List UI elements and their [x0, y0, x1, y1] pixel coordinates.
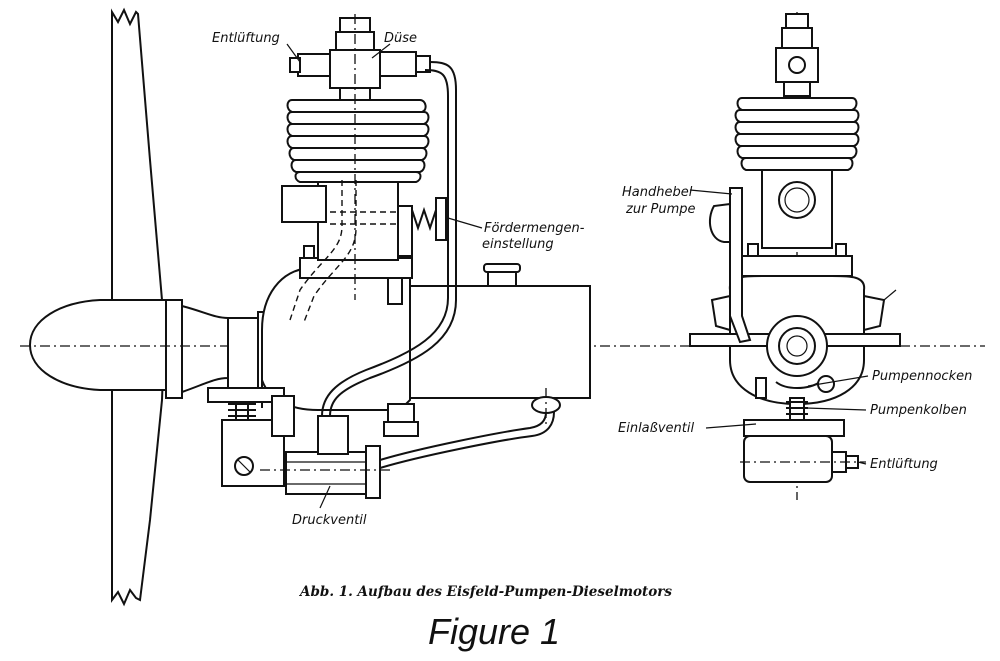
cooling-fins	[286, 99, 430, 183]
label-entlueftung-right: Entlüftung	[870, 457, 938, 472]
label-pumpennocken: Pumpennocken	[872, 369, 972, 384]
label-druckventil: Druckventil	[292, 513, 367, 528]
label-handhebel-1: Handhebel	[622, 185, 693, 200]
label-handhebel-2: zur Pumpe	[625, 202, 696, 217]
front-pump-cap	[743, 419, 845, 437]
crankcase	[261, 267, 411, 411]
front-cooling-fins	[734, 97, 860, 171]
side-view-engine	[207, 14, 591, 499]
spinner-hub	[28, 299, 229, 399]
label-foerdermengen-2: einstellung	[482, 237, 554, 252]
caption: Abb. 1. Aufbau des Eisfeld-Pumpen-Diesel…	[298, 584, 672, 600]
label-duese: Düse	[384, 31, 417, 46]
cylinder	[317, 179, 399, 261]
exhaust-port-front	[778, 181, 816, 219]
druckventil-body	[285, 451, 367, 495]
fuel-tank	[409, 285, 591, 399]
figure-label: Figure 1	[428, 611, 560, 652]
leader-lines	[286, 43, 869, 509]
front-view-engine	[689, 12, 901, 500]
label-entlueftung-top: Entlüftung	[212, 31, 280, 46]
label-pumpenkolben: Pumpenkolben	[870, 403, 967, 418]
label-einlassventil: Einlaßventil	[618, 421, 694, 436]
fuel-line	[329, 61, 457, 417]
front-pump-body	[743, 435, 833, 483]
bleed-screw-top	[297, 53, 331, 77]
exhaust-port	[281, 185, 327, 223]
label-foerdermengen-1: Fördermengen-	[484, 221, 585, 236]
hand-lever	[729, 187, 752, 344]
